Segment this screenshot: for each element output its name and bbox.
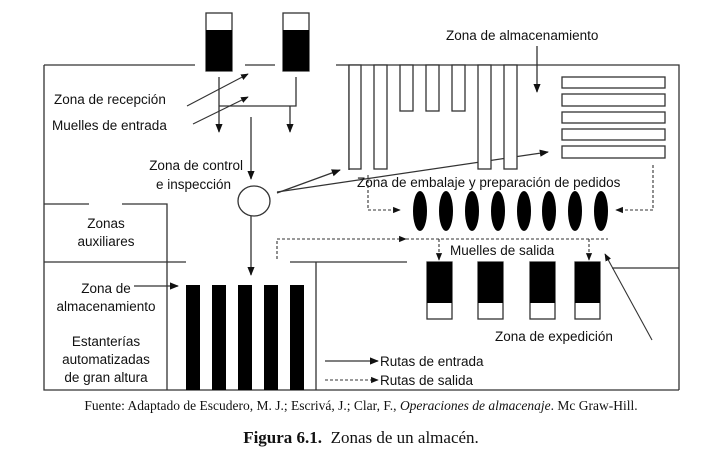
rack (373, 64, 388, 170)
source-suffix: . Mc Graw-Hill. (550, 398, 638, 413)
packing-stations (413, 191, 608, 231)
high-bay-rack (186, 285, 200, 390)
rack (561, 128, 666, 141)
rack (561, 93, 666, 107)
high-bay-racks (186, 285, 304, 390)
packing-station (439, 191, 453, 231)
exit-dock-fill (427, 262, 452, 303)
exit-route (615, 165, 654, 214)
exit-docks (426, 261, 601, 320)
entry-route (276, 149, 549, 193)
packing-station (542, 191, 556, 231)
label-zona-almacenamiento-left: Zona de (81, 281, 131, 296)
rack (561, 111, 666, 124)
exit-dock-fill (478, 262, 503, 303)
rack (451, 64, 466, 112)
entry-route (276, 169, 341, 194)
figure-title: Zonas de un almacén. (330, 428, 479, 447)
aux-zone-top-right (122, 203, 168, 390)
wall-top-right (336, 64, 680, 390)
label-estanterias-2: automatizadas (62, 352, 150, 367)
warehouse-zones-diagram: Rutas de entrada Rutas de salida Zona de… (43, 12, 680, 391)
label-zona-almacenamiento-left-2: almacenamiento (56, 299, 155, 314)
legend-entrada-label: Rutas de entrada (380, 354, 484, 369)
pointer-recepcion (186, 73, 249, 107)
label-zona-recepcion: Zona de recepción (54, 92, 166, 107)
label-estanterias-3: de gran altura (64, 370, 148, 385)
wall-left (43, 65, 679, 391)
exit-dock-fill (575, 262, 600, 303)
high-bay-rack (290, 285, 304, 390)
high-bay-rack (238, 285, 252, 390)
rack (561, 145, 666, 159)
label-zona-expedicion: Zona de expedición (495, 329, 613, 344)
label-muelles-entrada: Muelles de entrada (52, 118, 167, 133)
high-bay-rack (212, 285, 226, 390)
exit-dock-fill (530, 262, 555, 303)
packing-station (568, 191, 582, 231)
rack (348, 64, 362, 170)
exit-route (367, 175, 401, 214)
packing-station (517, 191, 531, 231)
exit-route (276, 235, 407, 259)
legend-salida-label: Rutas de salida (380, 373, 474, 388)
entry-dock-fill (206, 30, 232, 71)
label-zonas-auxiliares: Zonas (87, 216, 125, 231)
figure-number: Figura 6.1. (243, 428, 323, 447)
storage-racks-horizontal (561, 76, 666, 159)
entry-dock-fill (283, 30, 309, 71)
rack (503, 64, 518, 170)
pointer-expedicion (604, 253, 653, 341)
label-zona-control-2: e inspección (156, 177, 231, 192)
rack (425, 64, 440, 112)
rack (561, 76, 666, 89)
entry-docks (205, 12, 310, 72)
packing-station (491, 191, 505, 231)
label-estanterias: Estanterías (72, 334, 141, 349)
label-zona-almacenamiento-top: Zona de almacenamiento (446, 28, 598, 43)
source-prefix: Fuente: Adaptado de Escudero, M. J.; Esc… (84, 398, 400, 413)
high-bay-rack (264, 285, 278, 390)
figure-caption: Figura 6.1. Zonas de un almacén. (0, 428, 722, 448)
packing-station (465, 191, 479, 231)
rack (399, 64, 414, 112)
entry-route (219, 77, 297, 107)
label-zona-embalaje: Zona de embalaje y preparación de pedido… (357, 175, 621, 190)
legend: Rutas de entrada Rutas de salida (325, 354, 484, 388)
packing-station (413, 191, 427, 231)
pointer-muelles-entrada (192, 96, 249, 125)
label-zonas-auxiliares-2: auxiliares (77, 234, 134, 249)
label-muelles-salida: Muelles de salida (450, 243, 555, 258)
label-zona-control: Zona de control (149, 158, 243, 173)
source-book-title: Operaciones de almacenaje (399, 398, 551, 413)
rack (477, 64, 492, 170)
storage-racks-vertical (348, 64, 518, 170)
packing-station (594, 191, 608, 231)
figure-source: Fuente: Adaptado de Escudero, M. J.; Esc… (0, 398, 722, 414)
control-inspection-zone (237, 185, 271, 217)
